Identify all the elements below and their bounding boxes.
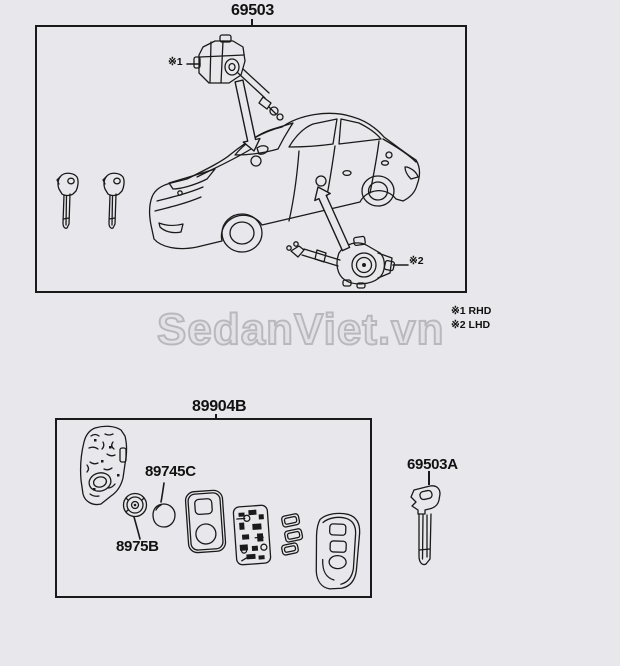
transmitter-parts-illustration (79, 425, 361, 590)
bottom-label-tick (215, 414, 217, 419)
top-label-tick (251, 19, 253, 26)
battery-part-label: 89745C (145, 463, 196, 480)
sedan-car-icon (148, 112, 421, 253)
key-blank-part-label: 69503A (407, 456, 458, 473)
footnote-rhd: ※1 RHD (451, 305, 492, 317)
fob-back-case-icon (79, 425, 128, 506)
key-blank-small-right-icon (102, 172, 125, 229)
key-blank-label-tick (428, 471, 430, 485)
bottom-part-number-label: 89904B (192, 398, 247, 415)
ref-marker-1: ※1 (168, 56, 183, 68)
footnote-lhd: ※2 LHD (451, 319, 491, 331)
battery-cell-icon (152, 482, 176, 528)
circuit-board-icon (232, 504, 272, 566)
pointer-arrow-ignition (234, 79, 261, 152)
key-blank-small-left-icon (56, 172, 79, 229)
ring-grommet-icon (122, 492, 148, 540)
lock-cylinder-set-box (35, 25, 467, 293)
button-pads-icon (281, 513, 304, 556)
fob-front-case-icon (315, 512, 361, 590)
transmitter-kit-box (55, 418, 372, 598)
top-part-number-label: 69503 (231, 2, 274, 19)
key-blank-master-icon (410, 485, 441, 566)
door-lock-assembly-icon (286, 235, 409, 289)
ref-marker-2: ※2 (409, 255, 424, 267)
fob-inner-cover-icon (184, 489, 227, 554)
watermark: SedanViet.vn (156, 304, 445, 355)
ignition-lock-assembly-icon (186, 34, 284, 121)
car-and-locks-illustration (56, 34, 421, 289)
pointer-arrow-door (314, 186, 351, 252)
ring-part-label: 8975B (116, 538, 159, 555)
